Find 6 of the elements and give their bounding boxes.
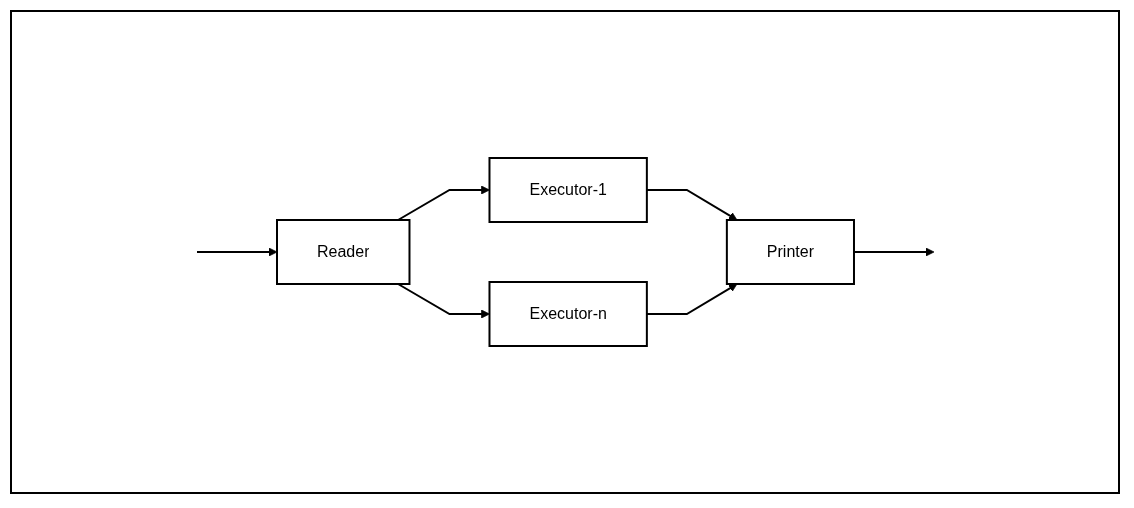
node-box: [725, 219, 855, 285]
node-box: [275, 219, 410, 285]
arrow: [195, 247, 277, 257]
node-box: [488, 157, 648, 223]
node-box: [488, 281, 648, 347]
diagram-frame: Reader Executor-1 Executor-n Printer: [10, 10, 1120, 494]
